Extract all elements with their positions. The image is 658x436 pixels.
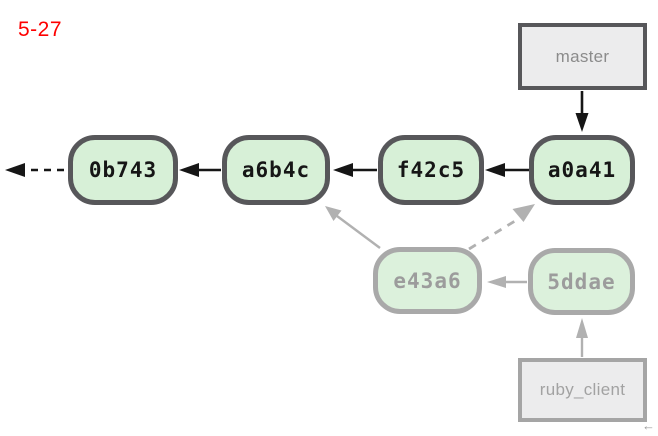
- edge-e43a6-to-a0a41-dashed-arrow: [468, 204, 535, 251]
- edge-ruby-client-to-5ddae-arrow: [576, 318, 588, 357]
- corner-cursor-artifact: ←: [642, 418, 655, 433]
- commit-hash-label: a0a41: [547, 158, 617, 182]
- edge-f42c5-to-a6b4c-arrow: [333, 163, 377, 177]
- branch-label-ruby-client: ruby_client: [539, 380, 626, 399]
- commit-node-a6b4c: a6b4c: [222, 135, 330, 205]
- branch-box-master: master: [518, 23, 647, 90]
- commit-node-0b743: 0b743: [68, 135, 178, 205]
- commit-node-e43a6-faded: e43a6: [373, 247, 482, 314]
- commit-node-f42c5: f42c5: [378, 135, 484, 205]
- edge-5ddae-to-e43a6-arrow: [487, 276, 527, 288]
- commit-hash-label: a6b4c: [241, 158, 311, 182]
- edge-a0a41-to-f42c5-arrow: [485, 163, 529, 177]
- commit-node-5ddae-faded: 5ddae: [528, 248, 635, 315]
- edge-0b743-to-offscreen-left-arrow: [5, 163, 64, 177]
- commit-node-a0a41: a0a41: [529, 135, 635, 205]
- commit-hash-label: f42c5: [396, 158, 466, 182]
- branch-label-master: master: [555, 46, 610, 66]
- edge-a6b4c-to-0b743-arrow: [179, 163, 221, 177]
- edge-e43a6-to-a6b4c-arrow: [325, 206, 381, 249]
- commit-hash-label: 0b743: [88, 158, 158, 182]
- figure-number-label: 5-27: [18, 18, 63, 41]
- commit-hash-label: 5ddae: [547, 269, 616, 294]
- branch-box-ruby-client: ruby_client: [518, 358, 647, 422]
- edge-master-to-a0a41-arrow: [575, 91, 589, 132]
- commit-hash-label: e43a6: [393, 268, 462, 293]
